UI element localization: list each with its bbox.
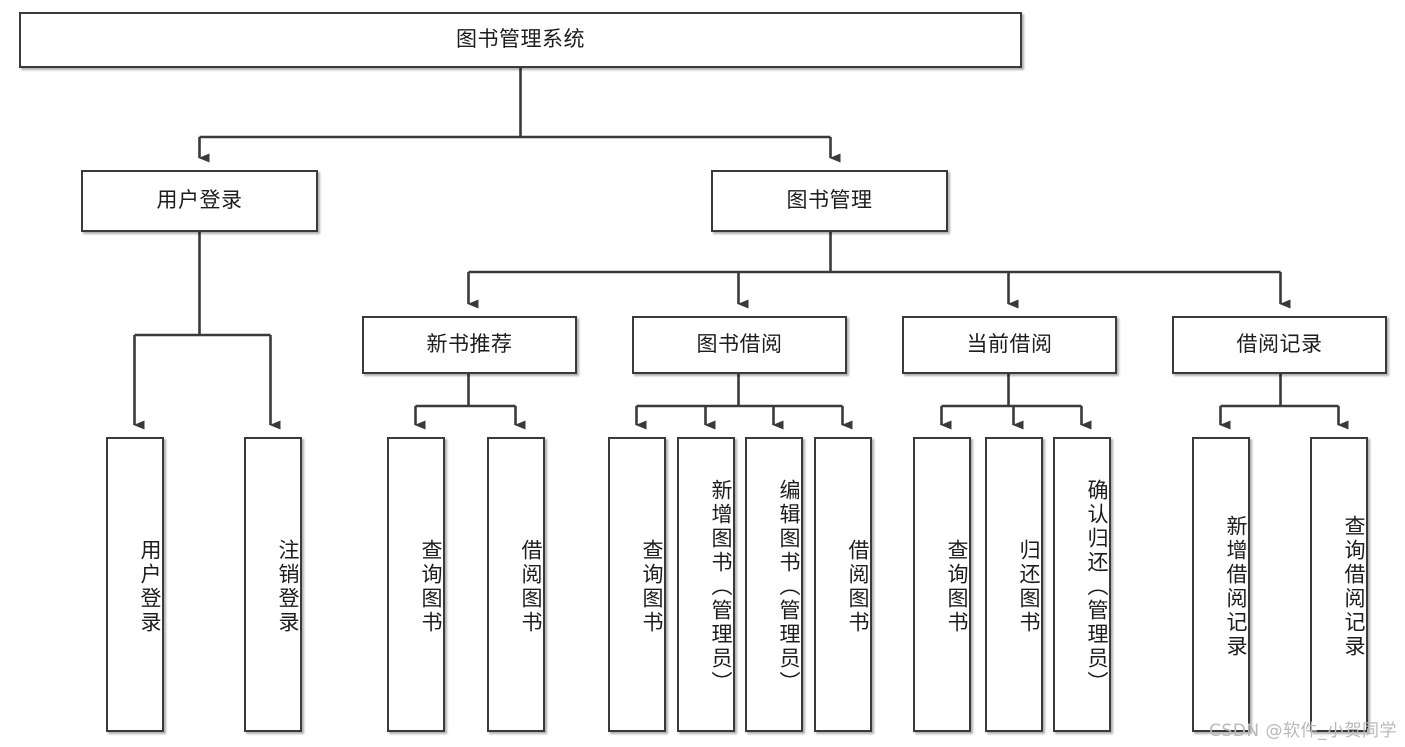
leaf-return-book-label: 归还图书 [1017, 538, 1041, 635]
leaf-borrow-book-1[interactable]: 借阅图书 [487, 437, 545, 732]
leaf-add-borrow-record[interactable]: 新增借阅记录 [1192, 437, 1250, 732]
node-borrow-records[interactable]: 借阅记录 [1172, 316, 1387, 374]
leaf-query-book-2-label: 查询图书 [640, 538, 664, 635]
leaf-user-login[interactable]: 用户登录 [106, 437, 164, 732]
node-root-label: 图书管理系统 [456, 27, 585, 52]
node-borrow-records-label: 借阅记录 [1236, 332, 1323, 357]
node-current-borrow-label: 当前借阅 [966, 332, 1053, 357]
leaf-query-book-1-label: 查询图书 [419, 538, 443, 635]
leaf-user-login-label: 用户登录 [138, 538, 162, 635]
leaf-return-book[interactable]: 归还图书 [985, 437, 1043, 732]
leaf-query-borrow-record[interactable]: 查询借阅记录 [1310, 437, 1368, 732]
node-book-borrow-label: 图书借阅 [696, 332, 783, 357]
leaf-borrow-book-2[interactable]: 借阅图书 [814, 437, 872, 732]
leaf-query-book-1[interactable]: 查询图书 [387, 437, 445, 732]
node-current-borrow[interactable]: 当前借阅 [902, 316, 1117, 374]
leaf-query-borrow-record-label: 查询借阅记录 [1342, 514, 1366, 659]
node-book-management-label: 图书管理 [786, 188, 873, 213]
leaf-add-book[interactable]: 新增图书（管理员） [677, 437, 735, 732]
node-user-login[interactable]: 用户登录 [81, 170, 318, 232]
node-user-login-label: 用户登录 [156, 188, 243, 213]
leaf-query-book-3[interactable]: 查询图书 [913, 437, 971, 732]
node-root[interactable]: 图书管理系统 [19, 12, 1022, 68]
leaf-add-borrow-record-label: 新增借阅记录 [1224, 514, 1248, 659]
node-new-book-recommend-label: 新书推荐 [426, 332, 513, 357]
node-book-borrow[interactable]: 图书借阅 [632, 316, 847, 374]
leaf-logout-label: 注销登录 [276, 538, 300, 635]
leaf-add-book-label: 新增图书（管理员） [709, 478, 733, 695]
node-book-management[interactable]: 图书管理 [711, 170, 948, 232]
node-new-book-recommend[interactable]: 新书推荐 [362, 316, 577, 374]
leaf-confirm-return-label: 确认归还（管理员） [1085, 478, 1109, 695]
csdn-watermark: CSDN @软件_小贺同学 [1209, 721, 1397, 741]
leaf-edit-book[interactable]: 编辑图书（管理员） [745, 437, 803, 732]
leaf-borrow-book-2-label: 借阅图书 [846, 538, 870, 635]
leaf-query-book-2[interactable]: 查询图书 [608, 437, 666, 732]
leaf-borrow-book-1-label: 借阅图书 [519, 538, 543, 635]
leaf-edit-book-label: 编辑图书（管理员） [777, 478, 801, 695]
leaf-query-book-3-label: 查询图书 [945, 538, 969, 635]
leaf-logout[interactable]: 注销登录 [244, 437, 302, 732]
leaf-confirm-return[interactable]: 确认归还（管理员） [1053, 437, 1111, 732]
